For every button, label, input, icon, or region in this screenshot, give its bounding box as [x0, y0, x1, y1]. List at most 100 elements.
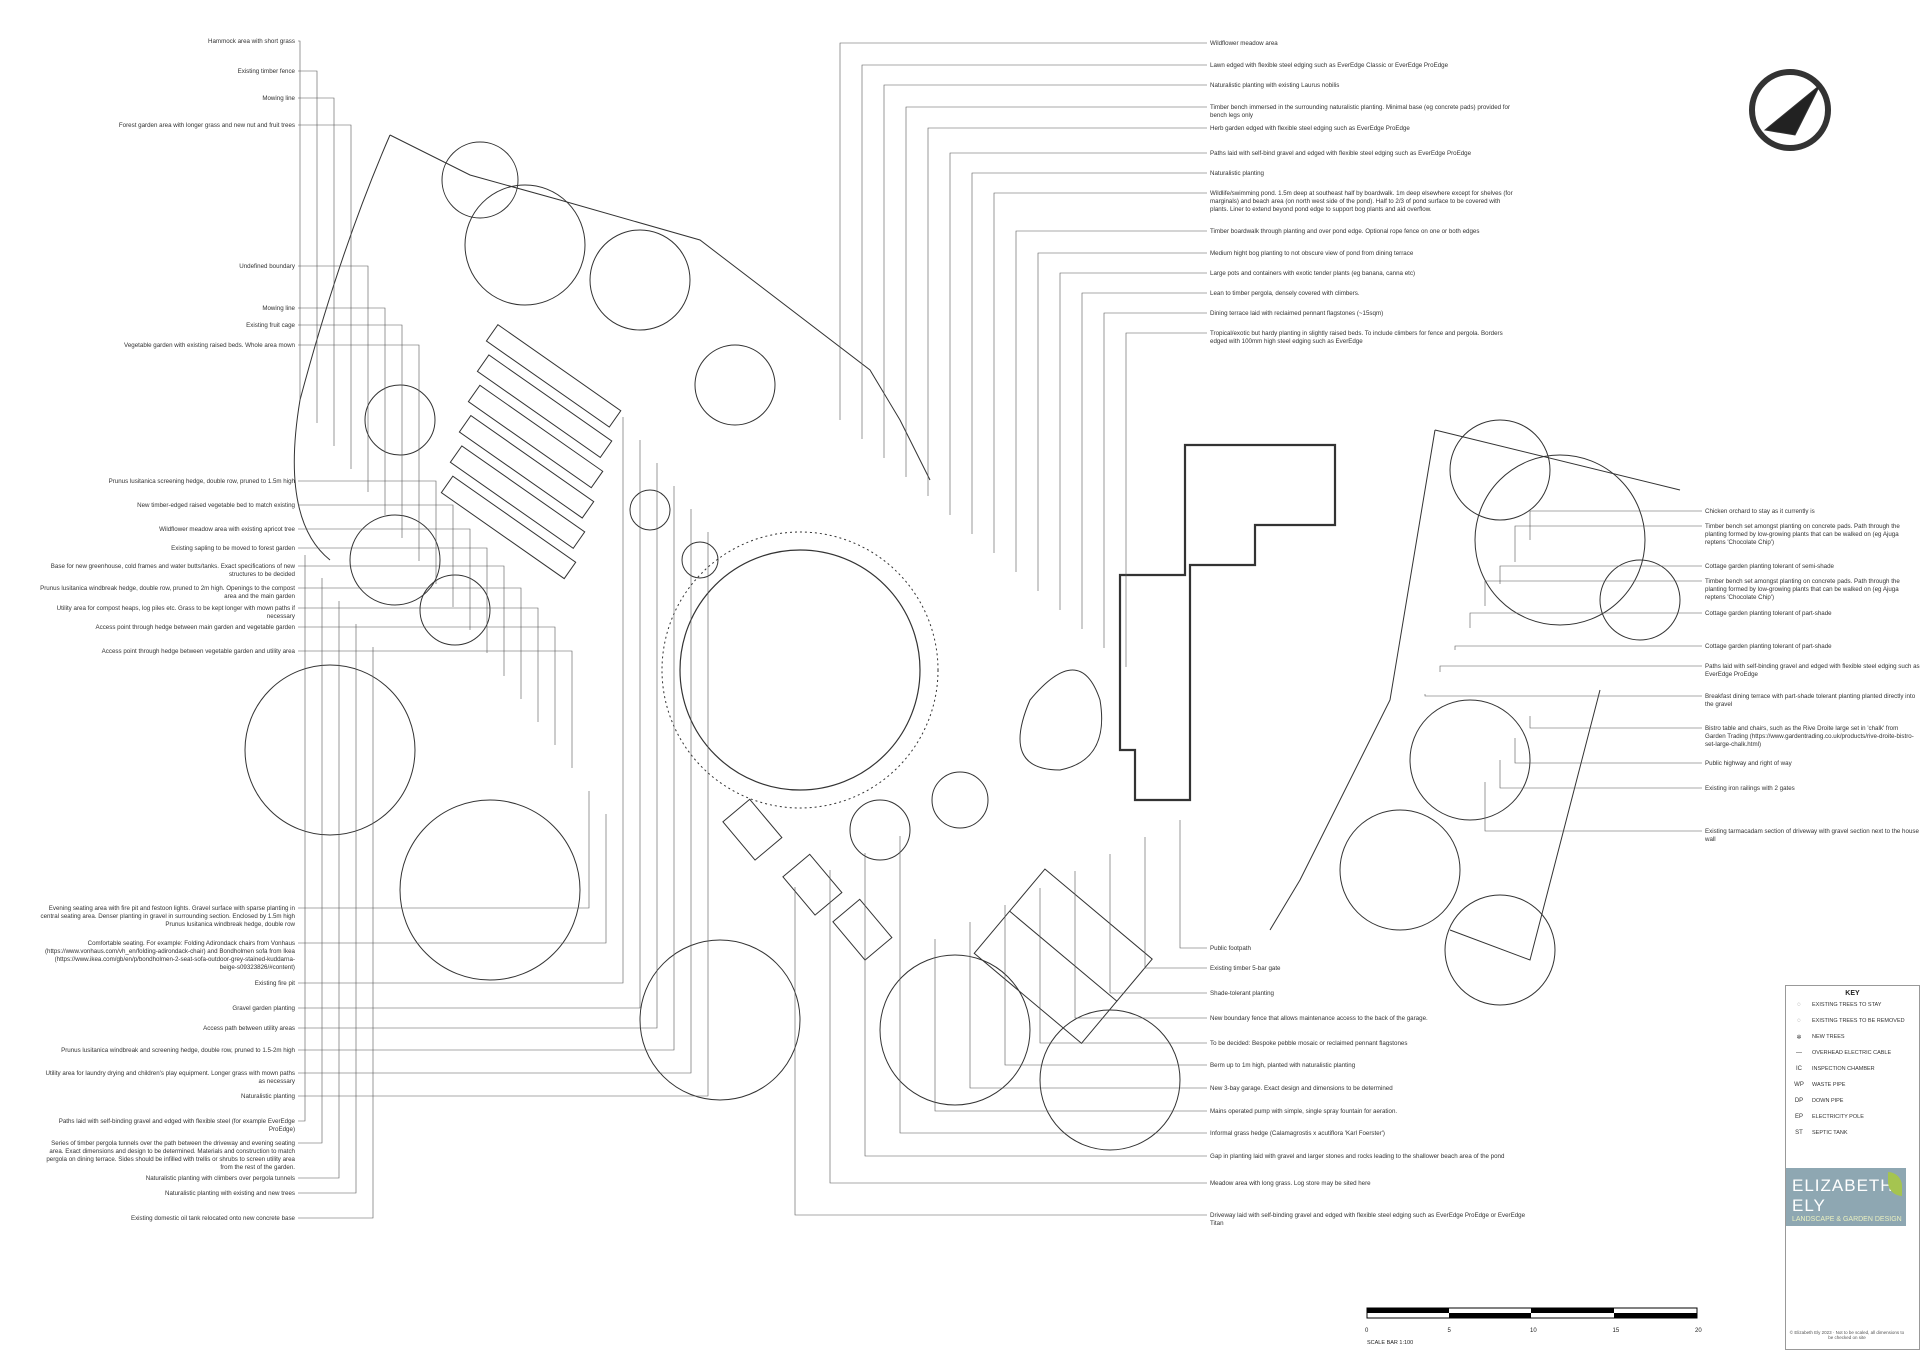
- annotation-laundry: Utility area for laundry drying and chil…: [45, 1070, 296, 1085]
- leader-line: [949, 152, 1207, 515]
- annotation-pots: Large pots and containers with exotic te…: [1210, 270, 1416, 277]
- scale-bar: [1366, 1307, 1698, 1319]
- leader-line: [298, 650, 573, 768]
- annotation-bog: Medium hight bog planting to not obscure…: [1210, 250, 1414, 257]
- leader-line: [971, 172, 1207, 534]
- leader-line: [1514, 525, 1702, 562]
- leader-line: [883, 84, 1207, 458]
- annotation-grasshedge: Informal grass hedge (Calamagrostis x ac…: [1210, 1130, 1385, 1137]
- key-symbol: ST: [1795, 1130, 1803, 1136]
- key-title: KEY: [1845, 990, 1860, 997]
- leader-line: [1499, 760, 1702, 789]
- leader-line: [298, 307, 386, 515]
- annotation-sapling: Existing sapling to be moved to forest g…: [171, 545, 295, 552]
- leader-line: [861, 64, 1207, 439]
- annotation-climbers: Naturalistic planting with climbers over…: [145, 1175, 295, 1182]
- leader-line: [864, 853, 1207, 1157]
- house-outline: [1118, 443, 1337, 802]
- leader-line: [298, 265, 369, 492]
- annotation-boundary: Undefined boundary: [239, 263, 295, 270]
- annotation-oiltank: Existing domestic oil tank relocated ont…: [130, 1215, 295, 1222]
- leader-line: [1529, 510, 1702, 540]
- annotation-railings: Existing iron railings with 2 gates: [1705, 785, 1795, 792]
- annotation-gap: Gap in planting laid with gravel and lar…: [1210, 1153, 1505, 1160]
- key-label: WASTE PIPE: [1812, 1082, 1846, 1088]
- annotation-pump: Mains operated pump with simple, single …: [1210, 1108, 1398, 1115]
- annotation-natplant1: Naturalistic planting: [241, 1093, 295, 1100]
- leader-line: [298, 578, 323, 1144]
- leader-line: [829, 870, 1207, 1184]
- annotation-apricot: Wildflower meadow area with existing apr…: [159, 526, 295, 533]
- annotation-garage: New 3-bay garage. Exact design and dimen…: [1210, 1085, 1393, 1092]
- legend-key: KEY ◌EXISTING TREES TO STAY◌EXISTING TRE…: [1785, 985, 1920, 1350]
- brand-name: ELIZABETH ELY: [1792, 1176, 1894, 1215]
- leader-line: [1529, 716, 1702, 729]
- leader-line: [298, 626, 556, 745]
- leader-line: [298, 344, 420, 561]
- leader-line: [1514, 738, 1702, 764]
- leader-line: [905, 106, 1207, 477]
- annotation-dining: Dining terrace laid with reclaimed penna…: [1210, 310, 1384, 317]
- leader-line: [298, 814, 607, 944]
- leader-line: [1179, 820, 1207, 949]
- annotation-chicken: Chicken orchard to stay as it currently …: [1705, 508, 1815, 515]
- annotation-utility: Utility area for compost heaps, log pile…: [56, 605, 295, 620]
- leader-line: [1424, 694, 1702, 697]
- scale-tick: 0: [1365, 1328, 1369, 1334]
- leader-line: [298, 463, 658, 1029]
- leader-line: [1015, 230, 1207, 572]
- key-label: EXISTING TREES TO BE REMOVED: [1812, 1018, 1905, 1024]
- leader-line: [298, 587, 522, 699]
- annotation-shade: Shade-tolerant planting: [1210, 990, 1274, 997]
- leader-line: [298, 532, 709, 1097]
- annotation-greenhouse: Base for new greenhouse, cold frames and…: [50, 563, 295, 578]
- leader-line: [1081, 292, 1207, 629]
- annotation-veg: Vegetable garden with existing raised be…: [124, 342, 295, 349]
- leader-line: [1484, 580, 1702, 606]
- annotation-lean: Lean to timber pergola, densely covered …: [1210, 290, 1360, 297]
- leader-line: [298, 504, 454, 607]
- annotation-pond: Wildlife/swimming pond. 1.5m deep at sou…: [1210, 190, 1513, 213]
- key-label: NEW TREES: [1812, 1034, 1845, 1040]
- annotation-fruitcage: Existing fruit cage: [246, 322, 295, 329]
- annotation-fence: Existing timber fence: [237, 68, 295, 75]
- annotation-driveway: Driveway laid with self-binding gravel a…: [1210, 1212, 1526, 1227]
- leader-line: [298, 480, 437, 584]
- key-label: DOWN PIPE: [1812, 1098, 1844, 1104]
- annotation-bistro: Bistro table and chairs, such as the Riv…: [1705, 725, 1914, 748]
- leader-line: [298, 70, 318, 423]
- annotation-lawn: Lawn edged with flexible steel edging su…: [1210, 62, 1449, 69]
- annotation-breakfast: Breakfast dining terrace with part-shade…: [1705, 693, 1916, 708]
- key-row: ◌EXISTING TREES TO BE REMOVED: [1786, 1013, 1919, 1029]
- key-row: —OVERHEAD ELECTRIC CABLE: [1786, 1045, 1919, 1061]
- annotation-footpath: Public footpath: [1210, 945, 1251, 952]
- annotation-mosaic: To be decided: Bespoke pebble mosaic or …: [1210, 1040, 1408, 1047]
- leader-line: [1484, 782, 1702, 832]
- leader-line: [298, 509, 692, 1074]
- annotation-cottage1: Cottage garden planting tolerant of semi…: [1705, 563, 1834, 570]
- annotation-firepit: Existing fire pit: [254, 980, 295, 987]
- annotation-hammock: Hammock area with short grass: [208, 38, 295, 45]
- annotation-prunus2: Prunus lusitanica windbreak and screenin…: [61, 1047, 295, 1054]
- leader-line: [298, 124, 352, 469]
- scale-tick: 15: [1612, 1328, 1620, 1334]
- annotation-cottage3: Cottage garden planting tolerant of part…: [1705, 643, 1832, 650]
- annotation-boardwalk: Timber boardwalk through planting and ov…: [1210, 228, 1480, 235]
- leader-line: [839, 42, 1207, 420]
- leader-line: [298, 417, 624, 984]
- leader-line: [298, 97, 335, 446]
- scale-tick: 20: [1695, 1328, 1702, 1334]
- leader-line: [899, 836, 1207, 1134]
- key-label: OVERHEAD ELECTRIC CABLE: [1812, 1050, 1892, 1056]
- leader-line: [1439, 665, 1702, 672]
- annotation-natplant2: Naturalistic planting with existing and …: [164, 1190, 295, 1197]
- leader-line: [1469, 612, 1702, 628]
- leader-line: [298, 601, 340, 1179]
- annotation-gravelplant: Gravel garden planting: [232, 1005, 295, 1012]
